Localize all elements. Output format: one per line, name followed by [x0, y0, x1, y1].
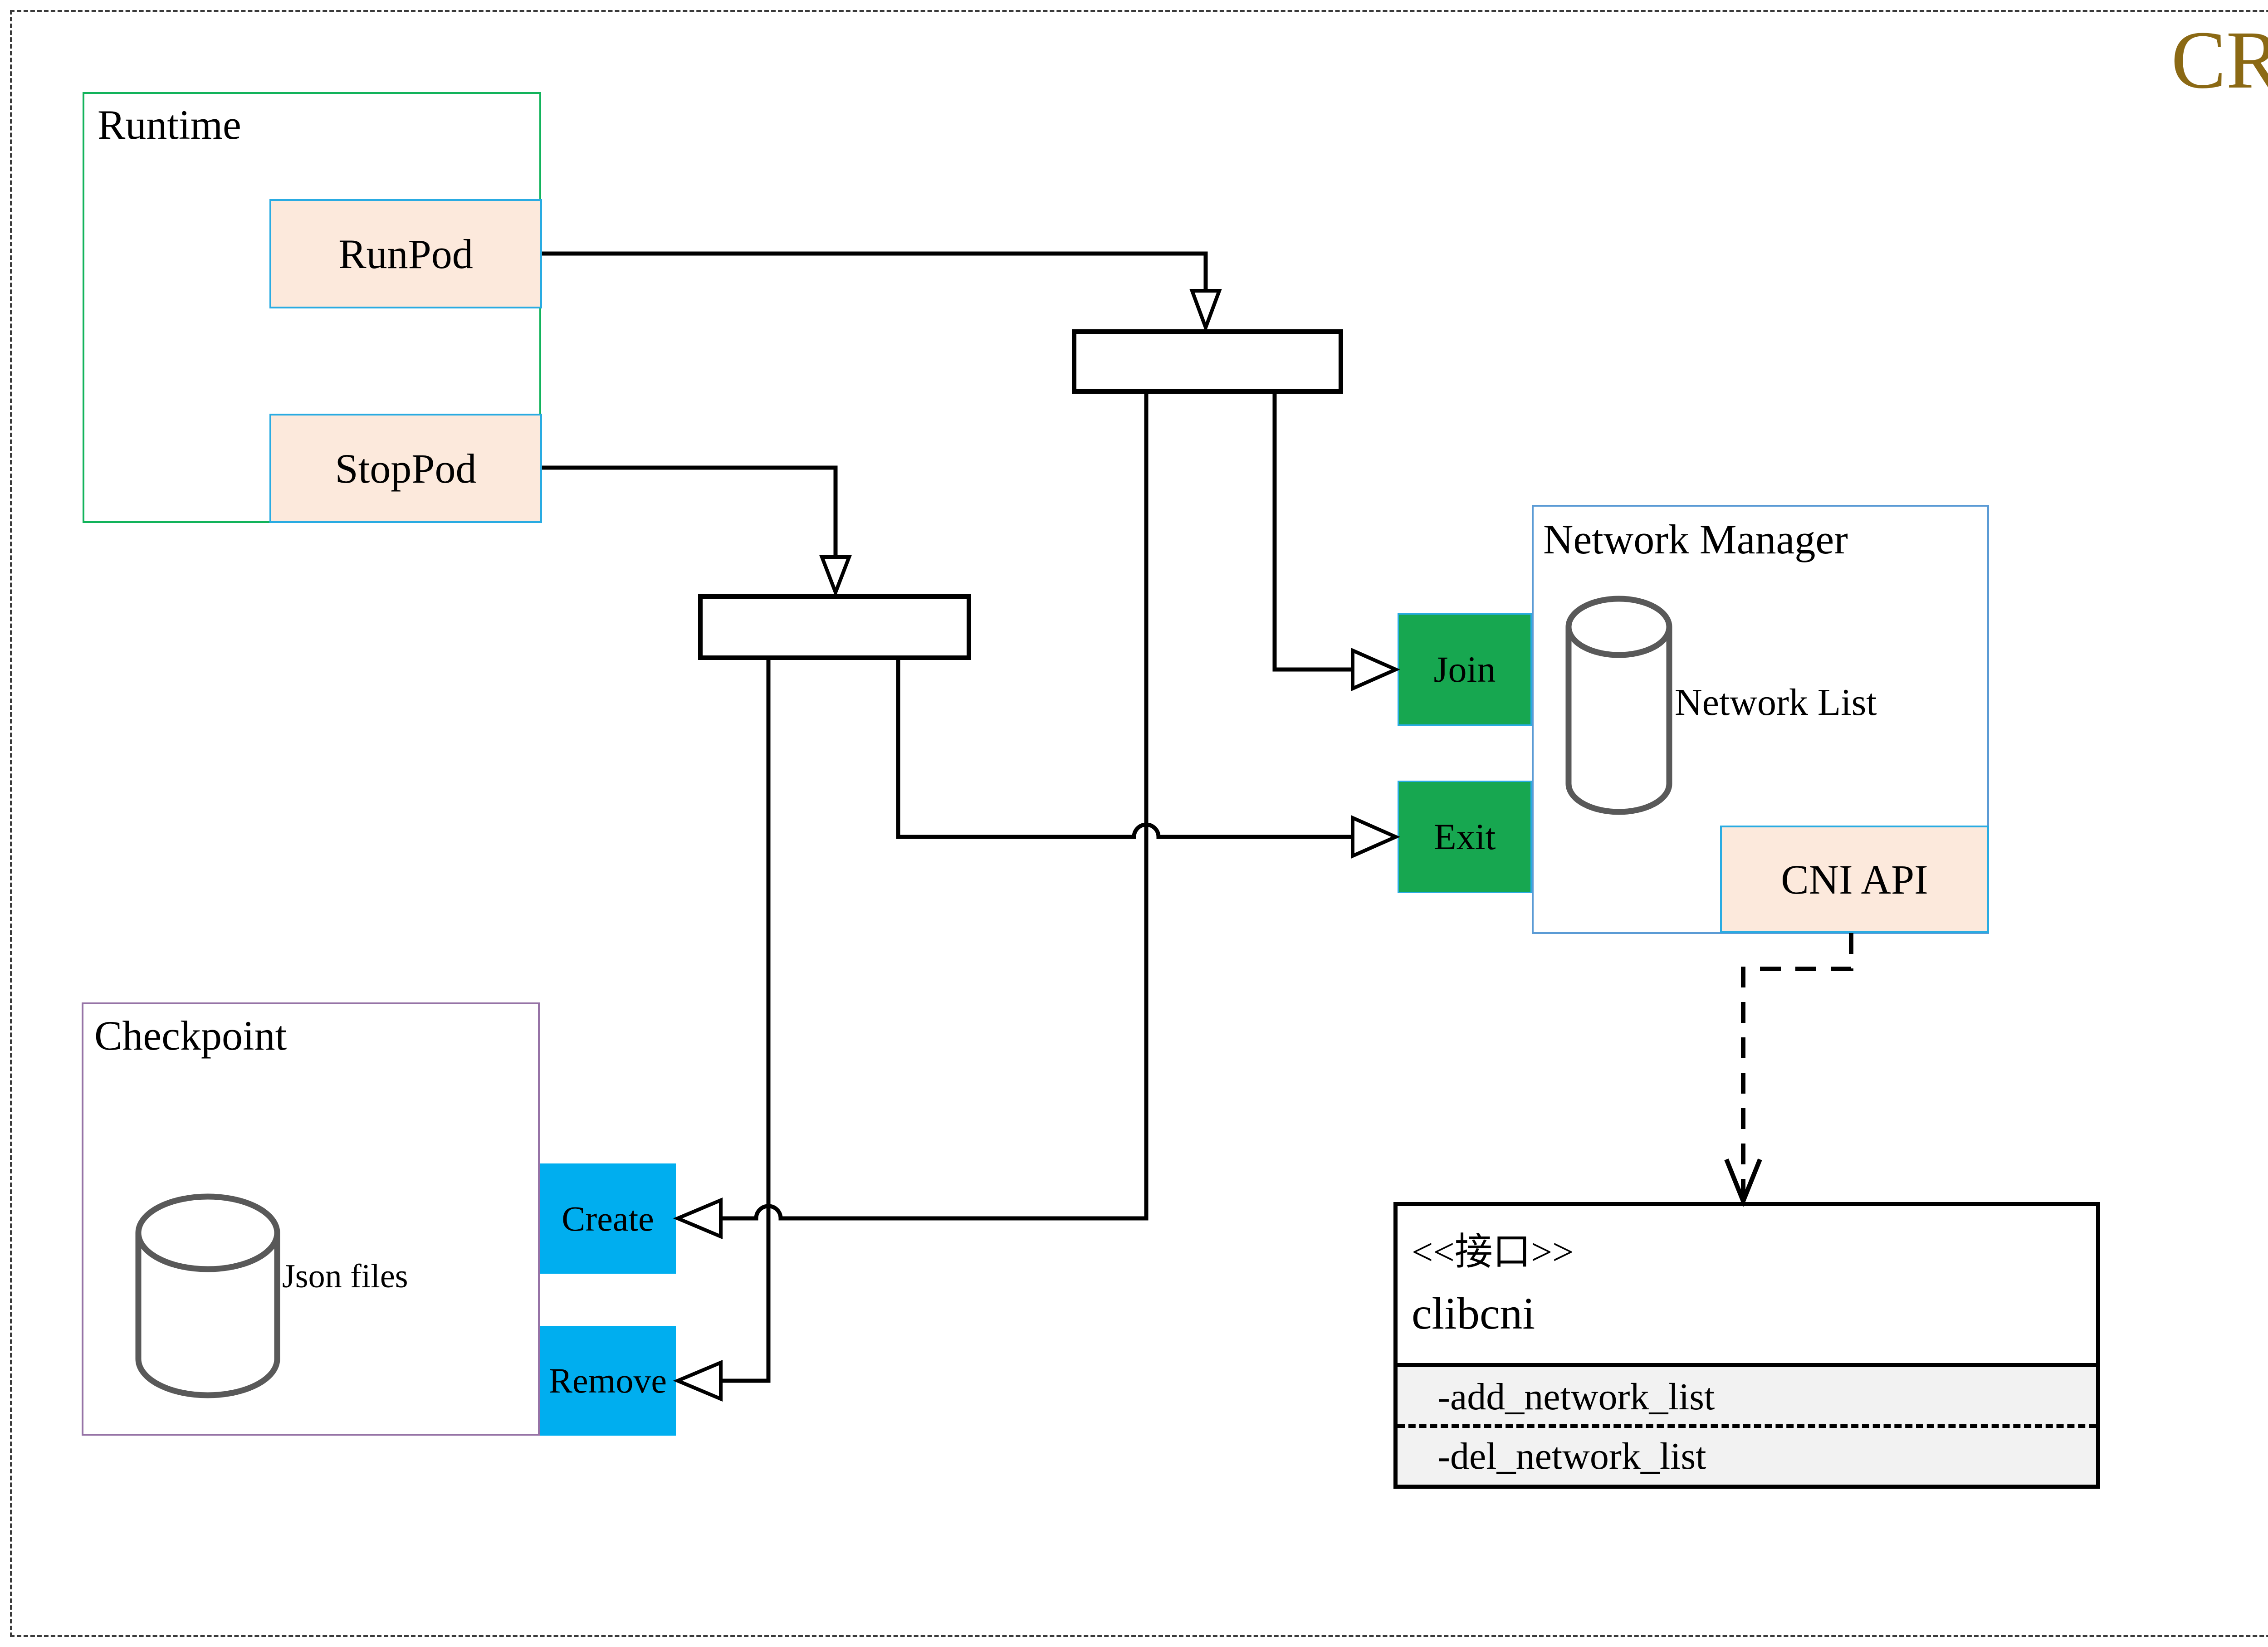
remove-node: Remove	[540, 1326, 676, 1436]
diagram-title: CRI	[2171, 15, 2268, 106]
create-node: Create	[540, 1163, 676, 1274]
clibcni-method-del: -del_network_list	[1398, 1428, 2096, 1485]
dashed-outer-frame	[10, 10, 2268, 1637]
create-label: Create	[562, 1198, 654, 1238]
runpod-label: RunPod	[338, 230, 473, 277]
clibcni-method-add: -add_network_list	[1398, 1367, 2096, 1426]
remove-label: Remove	[549, 1361, 667, 1400]
runpod-node: RunPod	[269, 199, 542, 308]
json-files-label: Json files	[282, 1258, 408, 1295]
stoppod-node: StopPod	[269, 414, 542, 523]
join-node: Join	[1398, 613, 1532, 726]
clibcni-methods-section: -add_network_list -del_network_list	[1393, 1363, 2100, 1489]
exit-label: Exit	[1433, 816, 1496, 857]
runtime-group-label: Runtime	[98, 102, 241, 148]
clibcni-stereotype-label: <<接口>>	[1412, 1231, 1574, 1273]
clibcni-method-divider	[1398, 1424, 2096, 1428]
checkpoint-group-box	[82, 1002, 540, 1436]
flow-junction-box-top	[1072, 329, 1343, 394]
cni-api-node: CNI API	[1720, 826, 1989, 933]
clibcni-method-del-label: -del_network_list	[1437, 1435, 1706, 1477]
clibcni-method-add-label: -add_network_list	[1437, 1375, 1715, 1418]
checkpoint-group-label: Checkpoint	[94, 1012, 287, 1059]
network-list-label: Network List	[1675, 681, 1877, 723]
exit-node: Exit	[1398, 781, 1532, 893]
join-label: Join	[1433, 649, 1496, 690]
network-manager-group-label: Network Manager	[1543, 516, 1848, 562]
clibcni-name-label: clibcni	[1412, 1288, 1535, 1339]
stoppod-label: StopPod	[335, 445, 477, 492]
flow-junction-box-middle	[698, 594, 971, 660]
cni-api-label: CNI API	[1781, 856, 1928, 903]
